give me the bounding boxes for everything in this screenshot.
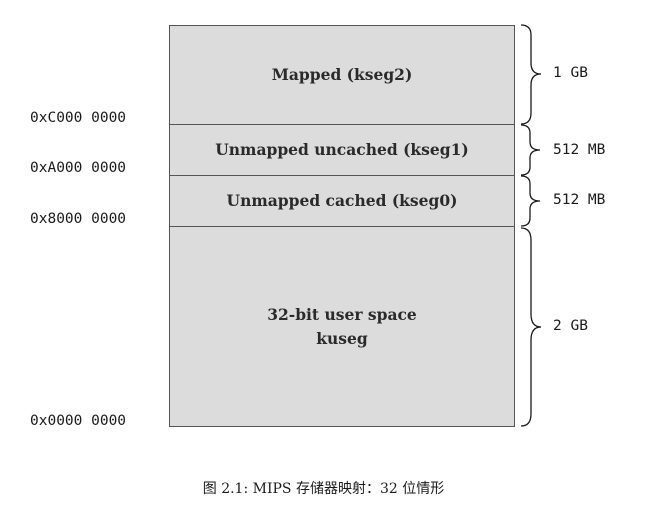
segment-kseg1: Unmapped uncached (kseg1) bbox=[170, 125, 514, 176]
brace-kseg0 bbox=[520, 175, 541, 227]
figure-caption: 图 2.1: MIPS 存储器映射：32 位情形 bbox=[202, 481, 445, 497]
segment-kseg1-label: Unmapped uncached (kseg1) bbox=[215, 140, 469, 159]
segment-kuseg: 32-bit user space kuseg bbox=[170, 227, 514, 426]
segment-kseg0-label: Unmapped cached (kseg0) bbox=[226, 191, 458, 210]
size-label-kseg2: 1 GB bbox=[553, 65, 588, 81]
size-label-kseg1: 512 MB bbox=[553, 142, 606, 158]
memory-map: Mapped (kseg2) Unmapped uncached (kseg1)… bbox=[169, 25, 515, 427]
segment-kuseg-label-line2: kuseg bbox=[316, 328, 368, 348]
segment-kseg2-label: Mapped (kseg2) bbox=[271, 65, 413, 84]
address-label-c0000000: 0xC000 0000 bbox=[30, 110, 127, 126]
size-label-kuseg: 2 GB bbox=[553, 318, 588, 334]
size-label-kseg0: 512 MB bbox=[553, 192, 606, 208]
address-label-80000000: 0x8000 0000 bbox=[30, 211, 127, 227]
address-label-00000000: 0x0000 0000 bbox=[30, 413, 127, 429]
segment-kuseg-label-line1: 32-bit user space bbox=[267, 304, 417, 324]
brace-kseg2 bbox=[520, 24, 542, 125]
address-label-a0000000: 0xA000 0000 bbox=[30, 160, 127, 176]
segment-kseg0: Unmapped cached (kseg0) bbox=[170, 176, 514, 227]
brace-kuseg bbox=[520, 227, 542, 427]
brace-kseg1 bbox=[520, 124, 541, 176]
segment-kseg2: Mapped (kseg2) bbox=[170, 26, 514, 125]
